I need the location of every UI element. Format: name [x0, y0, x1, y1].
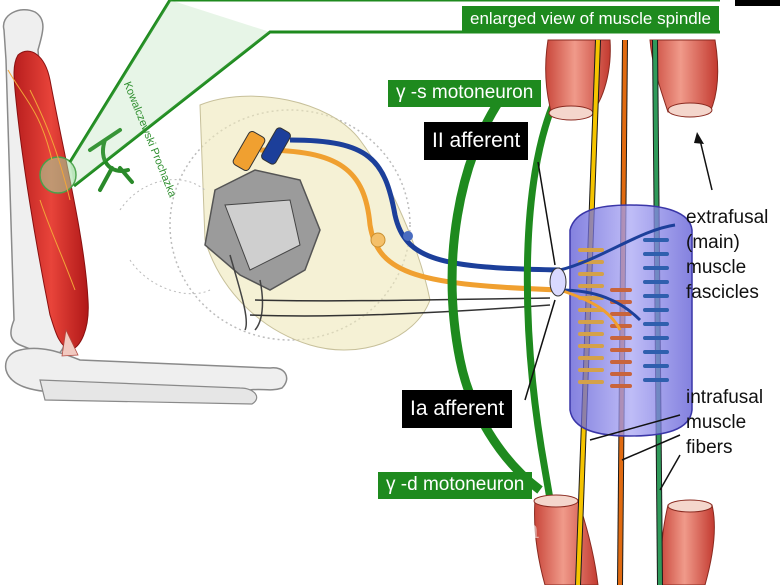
intrafusal-label: intrafusal muscle fibers — [686, 385, 763, 460]
annulospiral-ending-mid — [610, 288, 632, 388]
spindle-capsule — [549, 204, 693, 437]
extrafusal-line-3: muscle — [686, 257, 747, 278]
extrafusal-line-4: fascicles — [686, 282, 759, 303]
implant-icon — [88, 128, 134, 192]
ii-afferent-fiber — [289, 137, 561, 273]
extrafusal-line-1: extrafusal — [686, 207, 769, 228]
arm-illustration — [2, 9, 288, 405]
watermark: yourchiropractichealth.com — [175, 515, 540, 544]
ii-afferent-label: II afferent — [424, 122, 529, 160]
spindle-banner: enlarged view of muscle spindle — [462, 6, 719, 33]
ia-afferent-label: Ia afferent — [402, 390, 513, 428]
annulospiral-ending-left — [578, 248, 604, 384]
biceps-tendon — [61, 328, 79, 357]
ii-afferent-root-marker — [261, 127, 291, 165]
extrafusal-label: extrafusal (main) muscle fascicles — [686, 205, 768, 305]
fascicle-bottom-right — [659, 504, 715, 585]
corner-bar — [735, 0, 780, 6]
ia-afferent-fiber — [259, 147, 561, 293]
intrafusal-line-1: intrafusal — [686, 387, 764, 408]
ventral-root — [229, 254, 264, 331]
intrafusal-line-2: muscle — [686, 412, 747, 433]
fascicle-top-right — [649, 39, 719, 113]
fascicle-top-left — [545, 39, 611, 116]
gamma-d-label: γ -d motoneuron — [378, 472, 533, 499]
arm-nerve-lines — [7, 69, 76, 291]
fascicle-bottom-left — [534, 499, 599, 585]
flower-spray-ending-right — [643, 238, 669, 382]
afferent-fibers — [232, 127, 561, 317]
spinal-cord-section — [119, 95, 431, 351]
forearm-bone-lower — [39, 379, 258, 405]
ia-afferent-root-marker — [232, 131, 266, 171]
extrafusal-line-2: (main) — [686, 232, 740, 253]
intrafusal-line-3: fibers — [686, 437, 733, 458]
gamma-s-label: γ -s motoneuron — [388, 80, 542, 107]
pointer-lines — [524, 132, 713, 491]
